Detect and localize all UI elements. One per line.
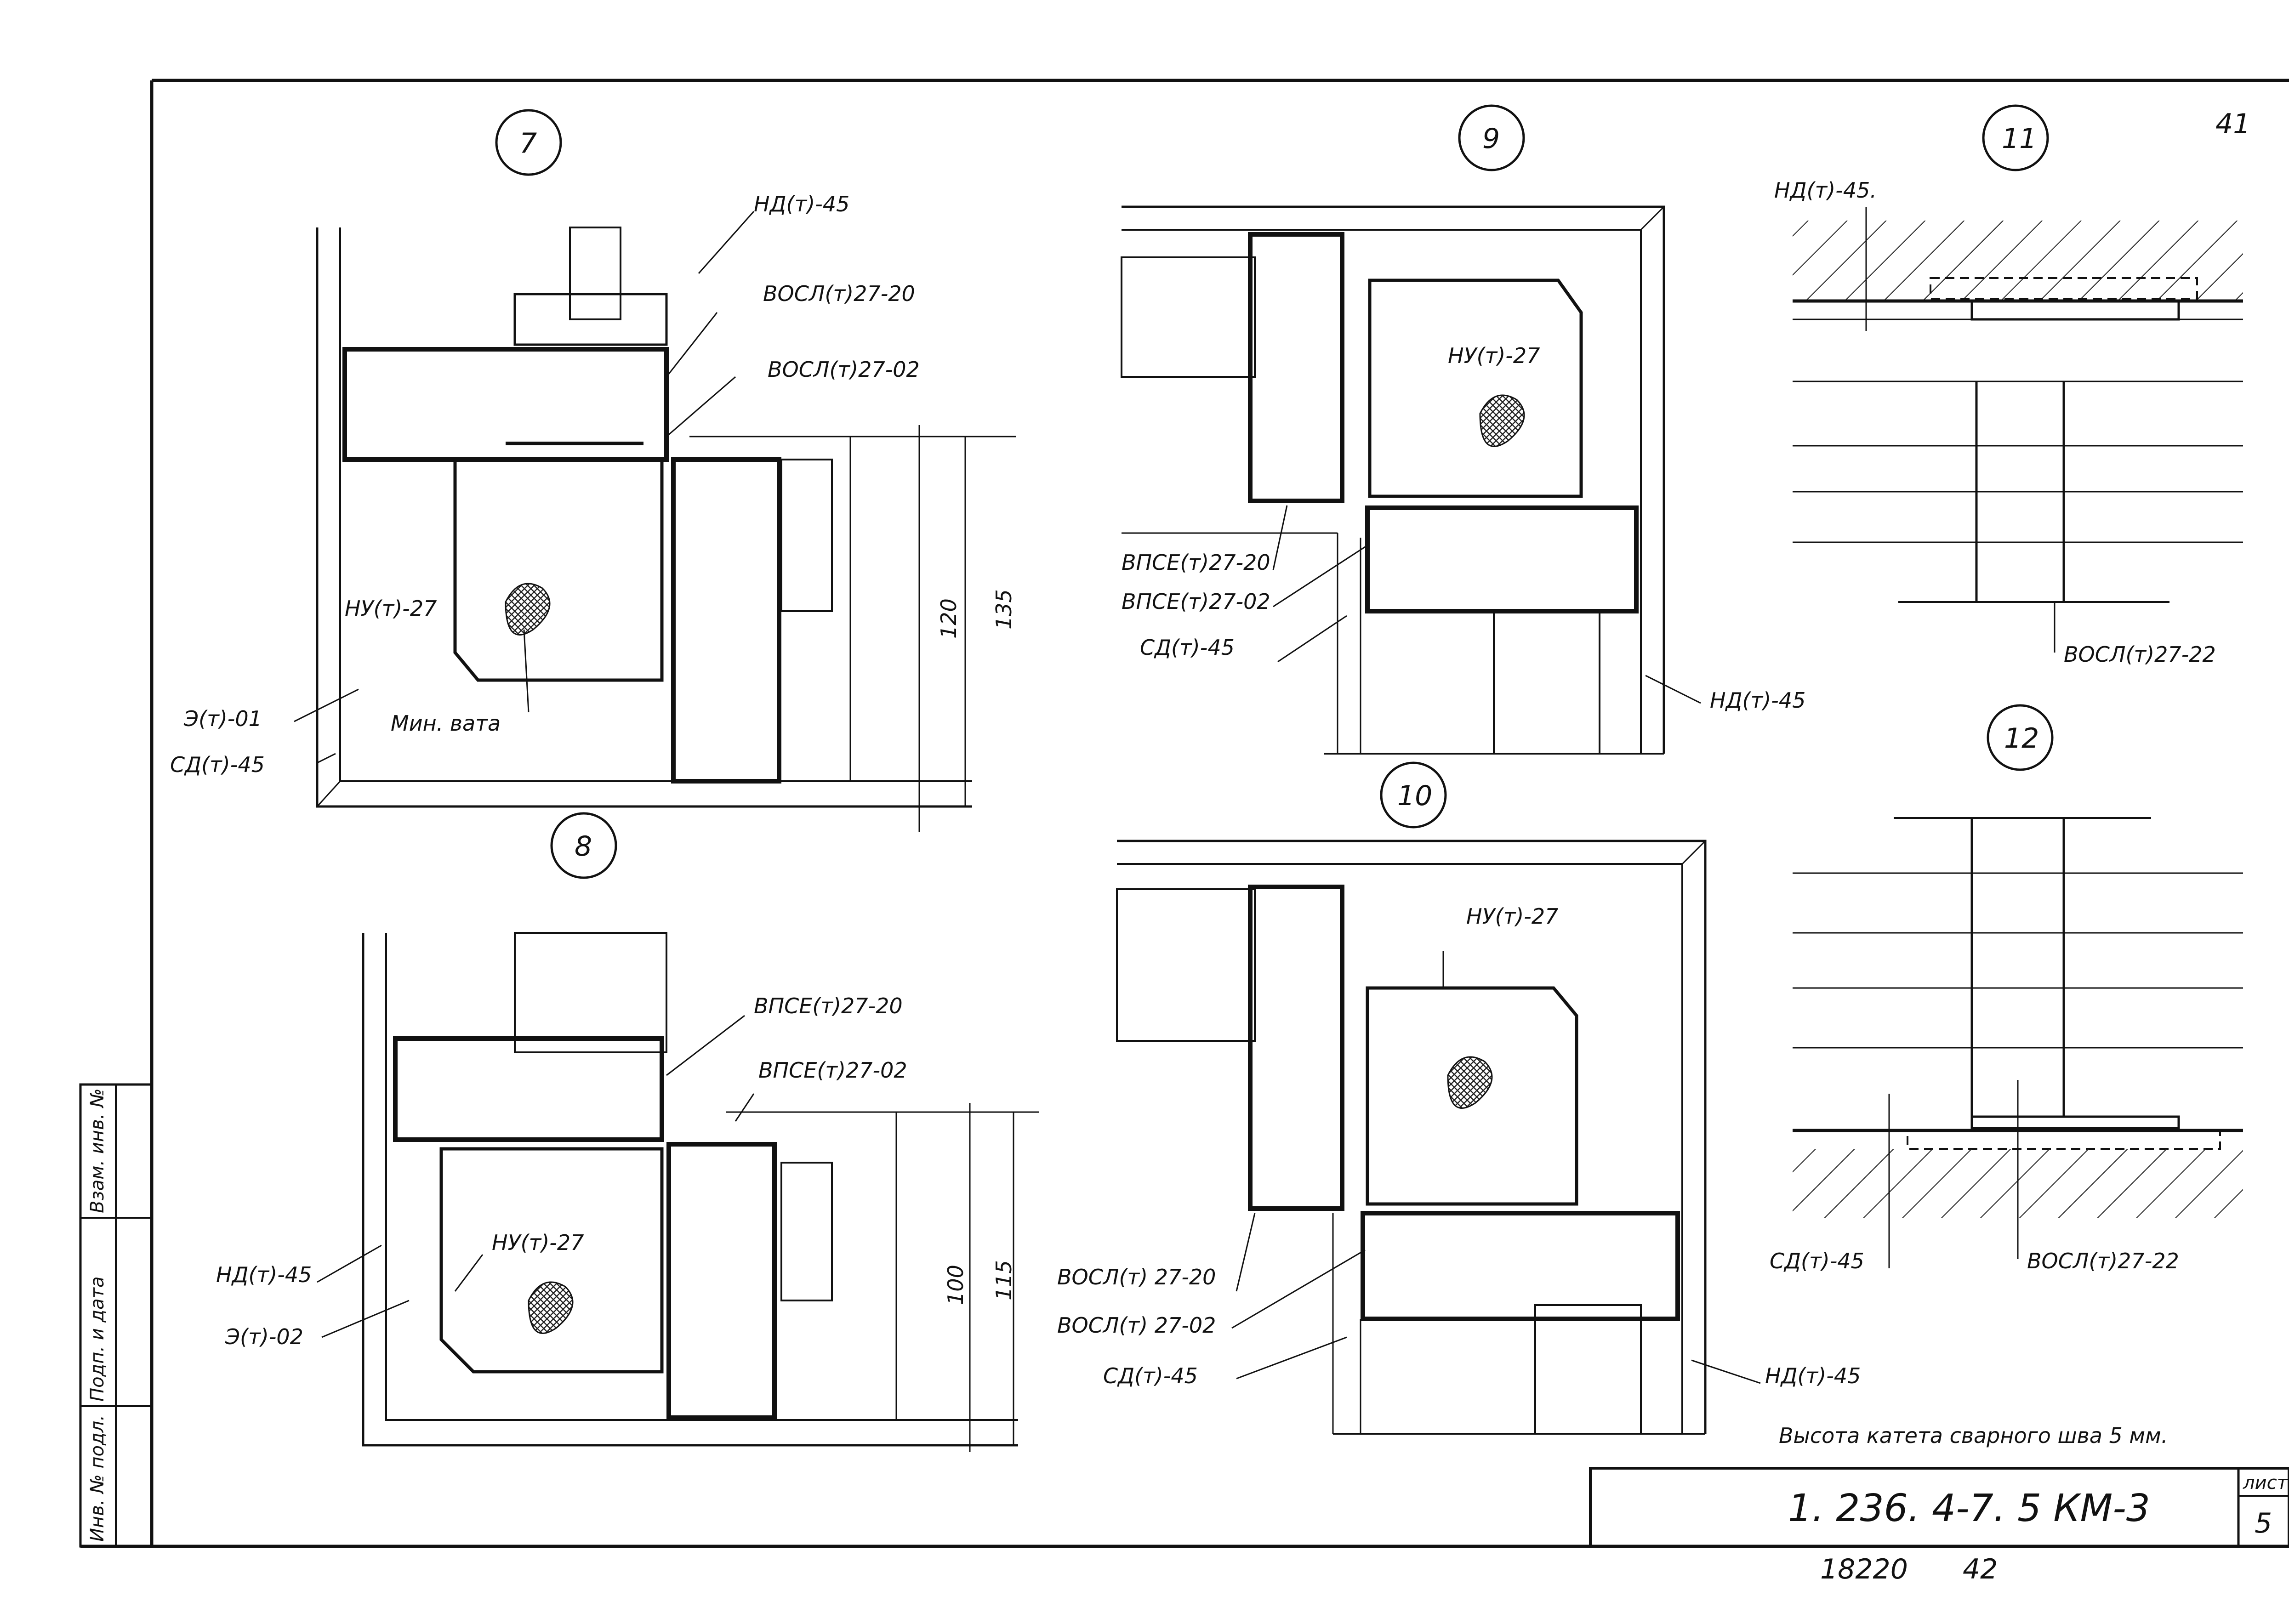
label-vosl-27-22: ВОСЛ(т)27-22 <box>2064 642 2216 667</box>
label-vosl-27-02: ВОСЛ(т)27-02 <box>768 357 920 382</box>
detail-7-labels: НД(т)-45 ВОСЛ(т)27-20 ВОСЛ(т)27-02 НУ(т)… <box>170 192 1016 777</box>
label-nd-45: НД(т)-45 <box>1765 1363 1861 1388</box>
weld-note: Высота катета сварного шва 5 мм. <box>1779 1423 2168 1448</box>
label-nd-45: НД(т)-45 <box>1710 688 1805 713</box>
label-sd-45: СД(т)-45 <box>1770 1249 1864 1273</box>
detail-10-labels: НУ(т)-27 ВОСЛ(т) 27-20 ВОСЛ(т) 27-02 СД(… <box>1057 904 1861 1388</box>
detail-7: 7 <box>294 109 1016 832</box>
label-vpse-27-20: ВПСЕ(т)27-20 <box>754 994 903 1018</box>
label-nd-45: НД(т)-45 <box>216 1262 312 1287</box>
label-vosl-27-22: ВОСЛ(т)27-22 <box>2027 1249 2179 1273</box>
inventory-page: 42 <box>1963 1553 1998 1585</box>
detail-12-marker: 12 <box>2004 722 2039 755</box>
title-block: 1. 236. 4-7. 5 КМ-3 лист 5 18220 42 41 В… <box>1779 108 2289 1585</box>
label-vosl-27-20: ВОСЛ(т) 27-20 <box>1057 1265 1216 1289</box>
label-nu-27: НУ(т)-27 <box>492 1230 584 1255</box>
detail-8-labels: ВПСЕ(т)27-20 ВПСЕ(т)27-02 НУ(т)-27 НД(т)… <box>216 994 1016 1349</box>
label-e-01: Э(т)-01 <box>183 706 262 731</box>
label-nu-27: НУ(т)-27 <box>1466 904 1558 929</box>
detail-10-marker: 10 <box>1397 780 1432 812</box>
page-number: 41 <box>2215 108 2250 140</box>
label-vpse-27-02: ВПСЕ(т)27-02 <box>1122 589 1270 614</box>
label-vpse-27-02: ВПСЕ(т)27-02 <box>758 1058 907 1083</box>
detail-11-labels: НД(т)-45. ВОСЛ(т)27-22 <box>1774 178 2216 667</box>
stamp-col1: Инв. № подл. <box>87 1415 108 1542</box>
stamp-col2: Подп. и дата <box>87 1277 108 1402</box>
detail-8: 8 <box>317 812 1039 1452</box>
stamp: Инв. № подл. Подп. и дата Взам. инв. № <box>87 1088 108 1542</box>
dim-115: 115 <box>991 1260 1016 1300</box>
label-vosl-27-20: ВОСЛ(т)27-20 <box>763 281 915 306</box>
label-min-vata: Мин. вата <box>391 711 501 736</box>
label-vosl-27-02: ВОСЛ(т) 27-02 <box>1057 1313 1216 1338</box>
label-nd-45: НД(т)-45 <box>754 192 849 216</box>
label-nu-27: НУ(т)-27 <box>1448 343 1540 368</box>
designation: 1. 236. 4-7. 5 КМ-3 <box>1788 1487 2150 1530</box>
label-nd-45: НД(т)-45. <box>1774 178 1877 203</box>
sheet-frame <box>79 79 2289 1548</box>
inventory-number: 18220 <box>1820 1553 1908 1585</box>
label-nu-27: НУ(т)-27 <box>345 596 437 621</box>
detail-9: 9 <box>1121 104 1701 755</box>
detail-10: 10 <box>1116 761 1761 1435</box>
dim-135: 135 <box>991 589 1016 630</box>
dim-100: 100 <box>943 1265 968 1305</box>
label-vpse-27-20: ВПСЕ(т)27-20 <box>1122 550 1270 575</box>
detail-11-marker: 11 <box>2002 123 2037 155</box>
detail-7-marker: 7 <box>519 127 537 159</box>
label-e-02: Э(т)-02 <box>225 1324 303 1349</box>
detail-9-marker: 9 <box>1482 123 1500 155</box>
detail-12: 12 <box>1793 704 2243 1268</box>
label-sd-45: СД(т)-45 <box>1140 635 1235 660</box>
detail-11: 11 <box>1793 104 2243 653</box>
detail-9-labels: НУ(т)-27 ВПСЕ(т)27-20 ВПСЕ(т)27-02 СД(т)… <box>1122 343 1805 713</box>
sheet-label: лист <box>2243 1472 2289 1493</box>
detail-8-marker: 8 <box>575 830 592 863</box>
label-sd-45: СД(т)-45 <box>1103 1363 1198 1388</box>
dim-120: 120 <box>936 598 961 639</box>
sheet-number: 5 <box>2255 1507 2272 1539</box>
detail-12-labels: СД(т)-45 ВОСЛ(т)27-22 <box>1770 1249 2179 1273</box>
label-sd-45: СД(т)-45 <box>170 752 265 777</box>
stamp-col3: Взам. инв. № <box>87 1088 108 1213</box>
